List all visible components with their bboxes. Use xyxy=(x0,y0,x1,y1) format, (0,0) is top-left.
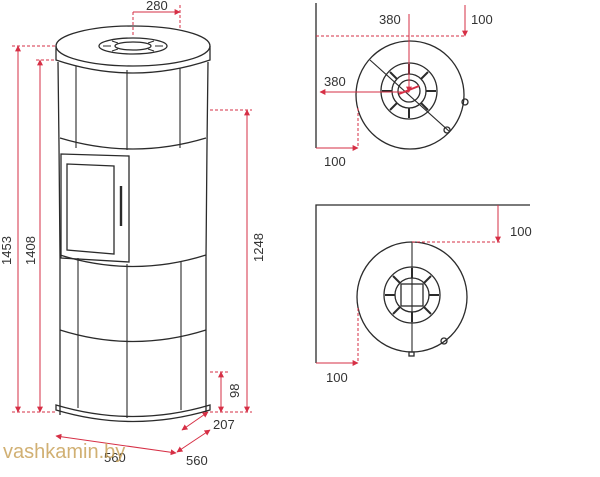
dim-base-height: 98 xyxy=(227,384,242,398)
front-dimensions xyxy=(12,5,252,456)
stove-plan-seam xyxy=(369,59,451,133)
flue-collar-2 xyxy=(400,283,424,307)
dim-straight-gap-left: 100 xyxy=(326,370,348,385)
stove-panel-curve-2 xyxy=(59,254,207,268)
stove-body-left xyxy=(57,61,61,415)
dim-straight-gap-top: 100 xyxy=(510,224,532,239)
stove-top-ring xyxy=(98,37,168,55)
wall-straight xyxy=(315,204,530,363)
dim-total-height: 1453 xyxy=(0,236,14,265)
air-knob-icon xyxy=(443,126,451,134)
dim-body-height: 1408 xyxy=(23,236,38,265)
dim-depth: 560 xyxy=(104,450,126,465)
dim-corner-gap-left: 100 xyxy=(324,154,346,169)
stove-bottom xyxy=(55,404,211,423)
stove-glass xyxy=(66,163,115,255)
air-knob-icon-2 xyxy=(440,337,448,345)
vent-knob-icon xyxy=(461,98,469,106)
vent-knob-icon-2 xyxy=(408,351,415,357)
watermark: vashkamin.by xyxy=(3,441,125,463)
grille-ring-outer-2 xyxy=(383,266,441,324)
dim-corner-gap-top: 100 xyxy=(471,12,493,27)
stove-panel-curve-1 xyxy=(59,137,207,150)
grille-slots-2 xyxy=(385,268,439,322)
stove-plan-circle xyxy=(355,40,465,150)
straight-dimensions xyxy=(316,205,501,366)
stove-body-right xyxy=(205,61,209,415)
dim-flue-offset: 207 xyxy=(213,417,235,432)
dim-corner-y: 380 xyxy=(324,74,346,89)
top-view-straight xyxy=(315,204,530,363)
dim-width: 560 xyxy=(186,453,208,468)
dim-corner-x: 380 xyxy=(379,12,401,27)
stove-door xyxy=(60,153,130,263)
stove-front-view xyxy=(55,25,211,423)
corner-dimensions xyxy=(316,5,468,151)
dim-top-width: 280 xyxy=(146,0,168,13)
stove-top-grille xyxy=(103,40,163,52)
stove-panel-curve-3 xyxy=(59,329,207,343)
stove-seams xyxy=(75,66,182,418)
top-view-corner xyxy=(315,3,469,150)
stove-top-rim xyxy=(55,46,211,74)
stove-top-ring-inner xyxy=(114,41,152,51)
dim-flue-height: 1248 xyxy=(251,233,266,262)
